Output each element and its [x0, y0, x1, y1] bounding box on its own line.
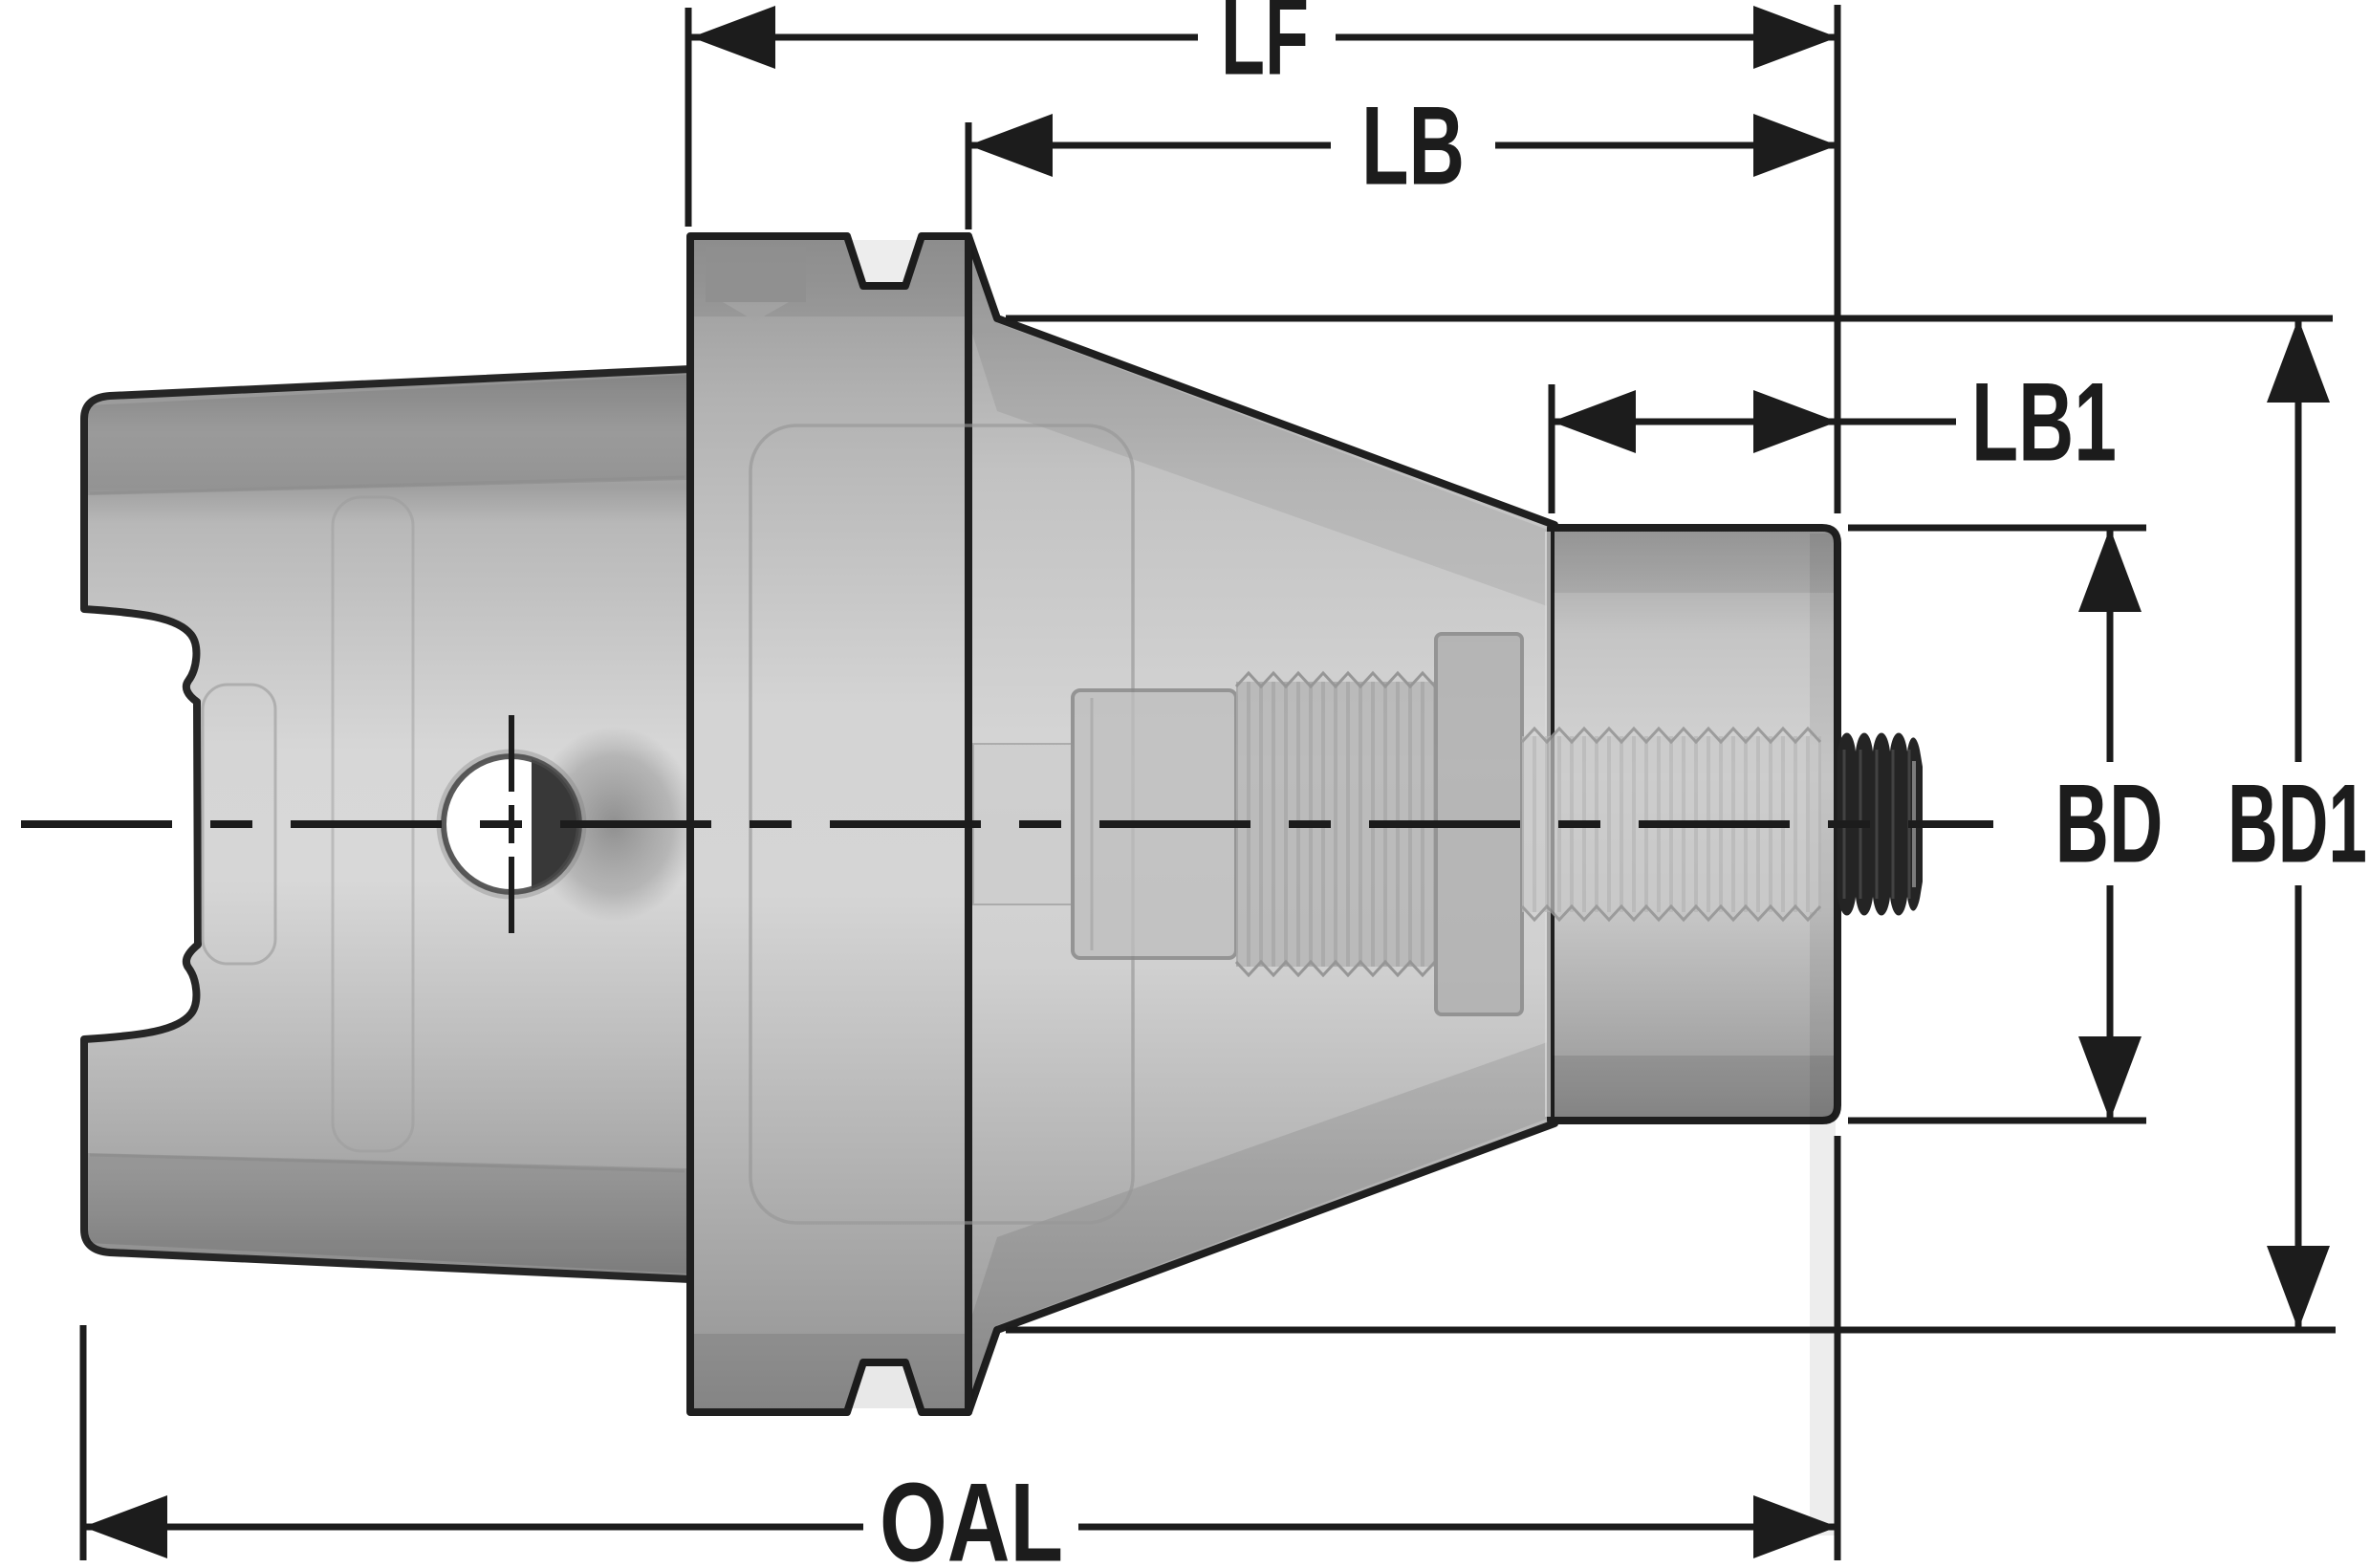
- arrowhead-lf-right: [1753, 6, 1837, 69]
- drive-slot: [706, 247, 806, 302]
- shank-top-shading: [88, 375, 686, 495]
- arrowhead-bd1-top: [2267, 318, 2330, 403]
- dimension-labels: LF LB LB1 BD BD1 OAL: [880, 0, 2367, 1568]
- arrowhead-bd-top: [2078, 528, 2142, 612]
- flange-bottom-shading: [694, 1334, 965, 1408]
- centerlines: [21, 715, 1993, 933]
- arrowhead-bd1-bottom: [2267, 1246, 2330, 1330]
- thread-stub: [1837, 732, 1923, 916]
- shank-top-band-line: [89, 475, 685, 495]
- dimension-label-lb: LB: [1361, 83, 1465, 208]
- arrowhead-bd-bottom: [2078, 1036, 2142, 1121]
- dimension-label-lb1: LB1: [1971, 359, 2117, 485]
- dimension-label-oal: OAL: [880, 1460, 1063, 1568]
- cone-bottom-shading: [971, 1040, 1553, 1404]
- drive-slot-chamfer: [723, 302, 789, 321]
- cone-top-shading: [971, 245, 1553, 608]
- dimension-label-bd1: BD1: [2228, 761, 2367, 886]
- bore-thread-crest-bottom: [1520, 904, 1822, 923]
- arrowhead-lf-left: [691, 6, 775, 69]
- cross-hole-dark-side: [532, 759, 579, 889]
- arrowhead-lb1-left: [1552, 390, 1636, 453]
- cylinder-bottom-shading: [1553, 1056, 1834, 1117]
- dimension-label-lf: LF: [1221, 0, 1309, 98]
- shank-bottom-shading: [88, 1153, 686, 1274]
- dimension-label-bd: BD: [2055, 761, 2163, 886]
- arrowhead-lb-right: [1753, 114, 1837, 177]
- tool-holder-body: [80, 232, 1923, 1535]
- arrowhead-lb1-right: [1753, 390, 1837, 453]
- bore-thread-crest-top: [1520, 726, 1822, 745]
- rod-thread-crest-top: [1234, 670, 1437, 689]
- cylinder-top-shading: [1553, 532, 1834, 593]
- rod-thread-crest-bottom: [1234, 959, 1437, 978]
- shank-bottom-band-line: [89, 1153, 685, 1173]
- front-face-band: [1810, 534, 1836, 1535]
- dimension-arrowheads: [83, 6, 2330, 1558]
- arrowhead-lb-left: [968, 114, 1053, 177]
- arrowhead-oal-left: [83, 1495, 167, 1558]
- arrowhead-oal-right: [1753, 1495, 1837, 1558]
